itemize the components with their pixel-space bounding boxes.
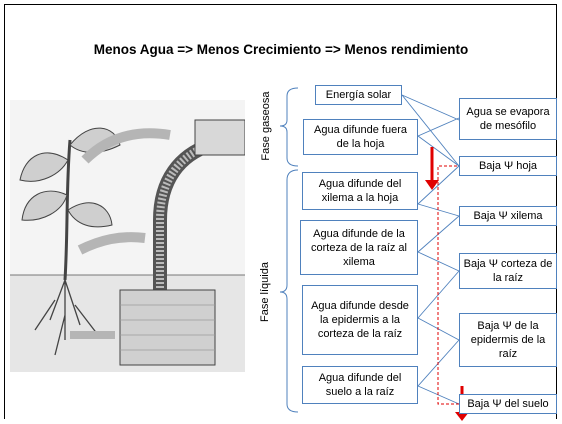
state-leaf-potential: Baja Ψ hoja [459, 156, 557, 176]
state-soil-potential: Baja Ψ del suelo [459, 394, 557, 414]
step-soil-to-root: Agua difunde del suelo a la raíz [302, 366, 418, 404]
liquid-phase-label: Fase líquida [259, 262, 271, 322]
state-epidermis-potential: Baja Ψ de la epidermis de la raíz [459, 313, 557, 367]
step-cortex-to-xylem: Agua difunde de la corteza de la raíz al… [300, 220, 418, 275]
state-mesophyll-evaporation: Agua se evapora de mesófilo [459, 98, 557, 140]
plant-illustration [10, 100, 245, 372]
slide-title: Menos Agua => Menos Crecimiento => Menos… [93, 42, 469, 57]
step-leaf-diffusion: Agua difunde fuera de la hoja [303, 119, 418, 155]
state-xylem-potential: Baja Ψ xilema [459, 206, 557, 226]
step-epidermis-to-cortex: Agua difunde desde la epidermis a la cor… [302, 285, 418, 355]
gas-phase-label: Fase gaseosa [260, 91, 272, 161]
state-cortex-potential: Baja Ψ corteza de la raíz [459, 253, 557, 289]
step-solar-energy: Energía solar [315, 85, 402, 105]
step-xylem-to-leaf: Agua difunde del xilema a la hoja [302, 172, 418, 210]
